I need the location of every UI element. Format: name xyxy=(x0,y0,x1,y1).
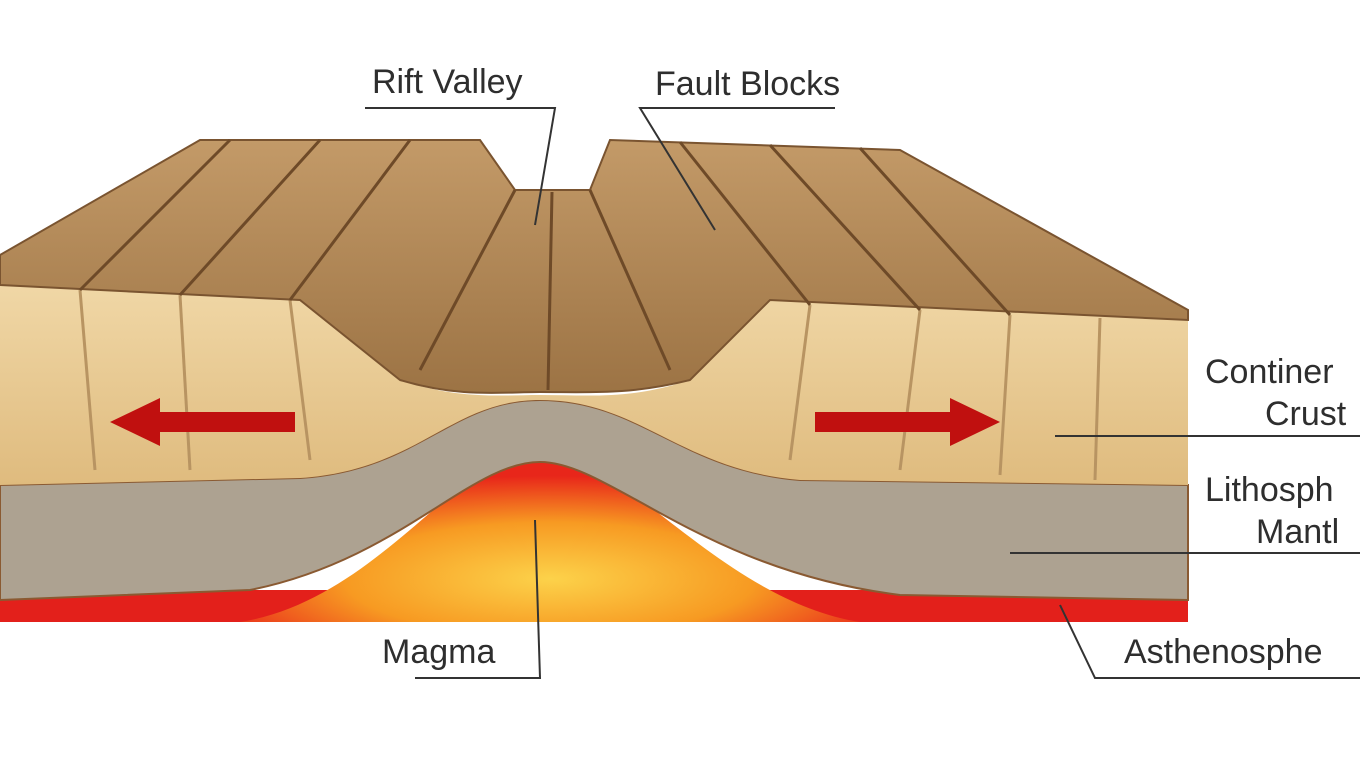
arrow-left-icon xyxy=(110,398,295,446)
label-lithospheric-line1: Lithosph xyxy=(1205,471,1334,509)
lithospheric-mantle-layer xyxy=(0,398,1189,602)
label-fault-blocks: Fault Blocks xyxy=(655,65,841,103)
arrow-right-icon xyxy=(815,398,1000,446)
fault-block-edges xyxy=(78,138,1012,391)
label-continental-line1: Continer xyxy=(1205,353,1334,391)
magma-layer xyxy=(240,450,860,622)
leader-lines xyxy=(365,107,1360,679)
continental-crust-layer xyxy=(0,285,1188,485)
label-continental-line2: Crust xyxy=(1265,395,1347,433)
fault-lines xyxy=(78,289,1102,481)
label-rift-valley: Rift Valley xyxy=(372,63,523,101)
label-lithospheric-line2: Mantl xyxy=(1256,513,1340,551)
label-magma: Magma xyxy=(382,633,496,671)
fault-blocks-surface xyxy=(0,138,1189,394)
label-asthenosphere: Asthenosphe xyxy=(1124,633,1323,671)
